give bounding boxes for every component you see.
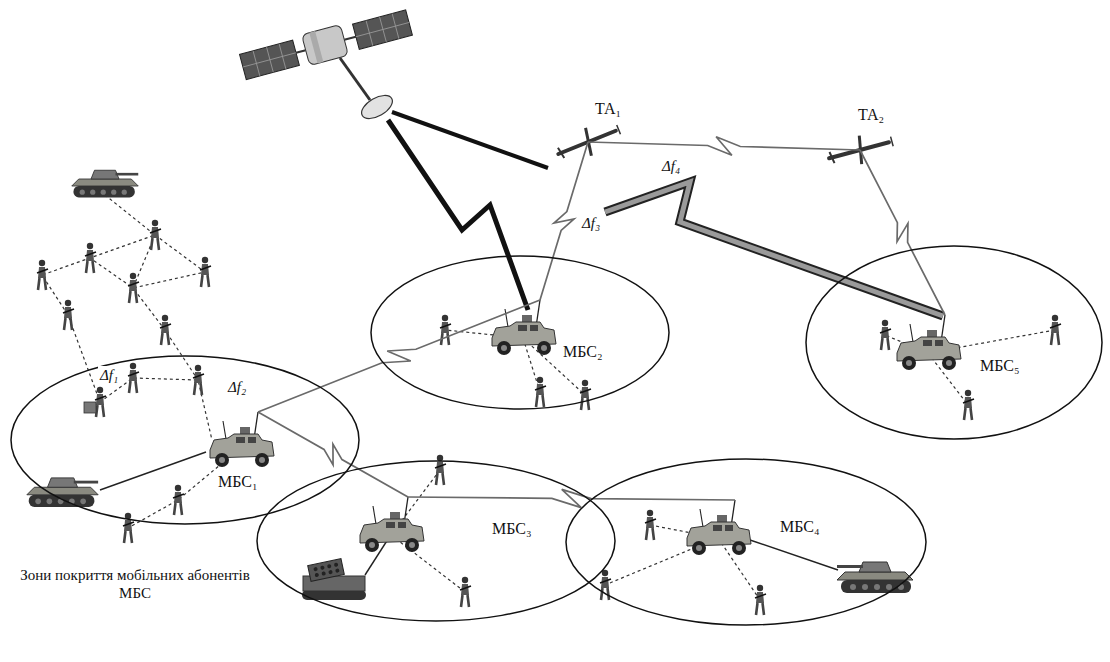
coverage-zone: МБС₃ — [256, 460, 616, 622]
radio-link — [588, 137, 860, 155]
station-label: МБС₂ — [563, 343, 603, 361]
zone-outline — [370, 255, 670, 410]
coverage-zone: МБС₄ — [565, 458, 927, 626]
zone-caption: Зони покриття мобільних абонентів МБС — [20, 566, 250, 602]
uav-relay: ТА₂ — [828, 106, 898, 172]
zone-ellipse — [566, 459, 926, 625]
zone-outline — [10, 355, 360, 525]
radio-link — [860, 150, 945, 315]
coverage-zone: МБС₅ — [805, 245, 1103, 440]
frequency-label: Δf₄ — [660, 157, 682, 175]
zone-ellipse — [11, 356, 359, 524]
combat-vehicle — [27, 170, 913, 600]
coverage-zone: МБС₂ — [370, 255, 670, 410]
zone-outline — [256, 460, 616, 622]
zone-outline — [565, 458, 927, 626]
satellite — [239, 7, 413, 123]
radio-link — [408, 489, 735, 507]
radio-link — [258, 300, 540, 412]
station-label: МБС₅ — [980, 357, 1020, 375]
zone-ellipse — [371, 256, 669, 409]
subscriber-link — [42, 195, 1055, 600]
station-label: МБС₁ — [218, 473, 258, 491]
coverage-zone: МБС₁ — [10, 355, 360, 525]
frequency-label: Δf₂ — [226, 378, 248, 396]
zone-ellipse — [257, 461, 615, 621]
station-label: МБС₄ — [780, 518, 820, 536]
zone-ellipse — [806, 246, 1102, 439]
zone-outline — [805, 245, 1103, 440]
cable-link — [100, 452, 838, 575]
base-station-vehicle — [210, 300, 961, 555]
soldier — [37, 220, 1061, 615]
station-label: ТА₁ — [595, 100, 621, 118]
frequency-label: Δf₃ — [580, 214, 602, 232]
station-label: МБС₃ — [492, 520, 532, 538]
satellite-channel — [388, 112, 943, 316]
frequency-label: Δf₁ — [98, 366, 120, 384]
station-label: ТА₂ — [858, 106, 884, 124]
uav-relay: ТА₁ — [553, 100, 631, 160]
